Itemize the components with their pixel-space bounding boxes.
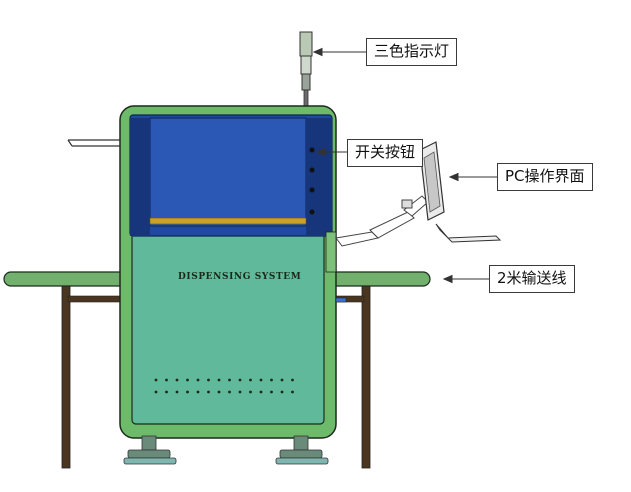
vent-hole <box>196 378 200 382</box>
vent-hole <box>280 378 284 382</box>
blue-hood <box>129 114 333 237</box>
leveling-feet <box>123 435 329 465</box>
vent-hole <box>186 378 189 382</box>
vent-hole <box>238 378 242 382</box>
vent-hole <box>291 378 294 382</box>
monitor-arm <box>335 195 429 247</box>
vent-hole <box>196 390 200 394</box>
vent-hole <box>165 378 168 382</box>
vent-holes <box>154 378 294 394</box>
tri-color-lamp-label: 三色指示灯 <box>366 38 458 66</box>
vent-hole <box>259 378 263 382</box>
vent-hole <box>228 378 231 382</box>
vent-hole <box>217 378 221 382</box>
pc-monitor <box>419 141 502 243</box>
vent-hole <box>207 390 210 394</box>
leader-arrows <box>312 47 497 284</box>
vent-hole <box>175 378 179 382</box>
vent-hole <box>207 378 210 382</box>
vent-hole <box>175 390 179 394</box>
vent-hole <box>186 390 189 394</box>
vent-hole <box>238 390 242 394</box>
lower-body <box>131 231 325 425</box>
vent-hole <box>270 390 273 394</box>
vent-hole <box>249 378 252 382</box>
vent-hole <box>165 390 168 394</box>
vent-hole <box>228 390 231 394</box>
vent-hole <box>217 390 221 394</box>
side-blue-tab <box>335 297 347 303</box>
vent-hole <box>249 390 252 394</box>
input-rail <box>67 123 129 147</box>
vent-hole <box>154 390 158 394</box>
side-port <box>325 231 337 273</box>
vent-hole <box>270 378 273 382</box>
vent-hole <box>259 390 263 394</box>
vent-hole <box>280 390 284 394</box>
switch-buttons-label: 开关按钮 <box>347 139 424 167</box>
pc-interface-label: PC操作界面 <box>497 163 593 191</box>
conveyor-label: 2米输送线 <box>489 265 575 293</box>
machine-name: DISPENSING SYSTEM <box>178 272 302 282</box>
signal-tower <box>299 31 313 109</box>
vent-hole <box>291 390 294 394</box>
switch-buttons <box>309 147 315 215</box>
vent-hole <box>154 378 158 382</box>
